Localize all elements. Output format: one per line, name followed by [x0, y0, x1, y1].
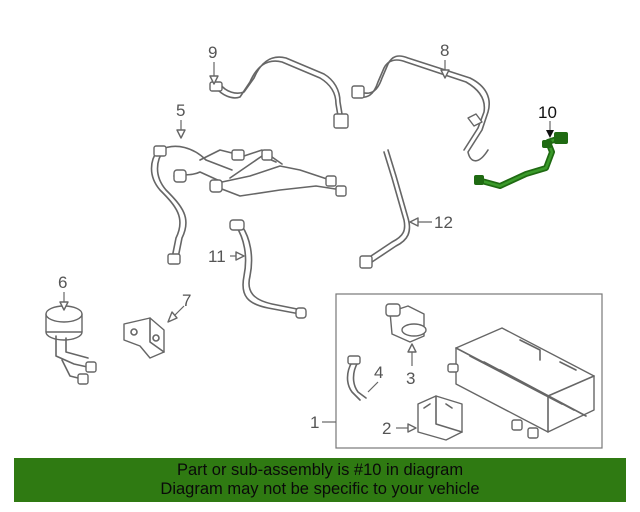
arrow-8	[440, 69, 450, 79]
callout-10: 10	[538, 103, 557, 122]
callout-7: 7	[182, 291, 191, 310]
info-banner: Part or sub-assembly is #10 in diagram D…	[14, 458, 626, 502]
arrow-3	[407, 343, 417, 353]
part-12-hose[interactable]	[359, 149, 411, 269]
arrow-2	[407, 423, 417, 433]
arrow-11	[235, 251, 245, 261]
callout-5: 5	[176, 101, 185, 120]
part-4-hose[interactable]	[346, 355, 367, 401]
callout-8: 8	[440, 41, 449, 60]
part-3-solenoid[interactable]	[385, 303, 427, 343]
callout-3: 3	[406, 369, 415, 388]
part-9-hose[interactable]	[209, 56, 349, 129]
arrow-10	[546, 130, 554, 138]
part-2-bracket[interactable]	[417, 395, 463, 441]
callout-4: 4	[374, 363, 383, 382]
part-6-valve[interactable]	[45, 305, 97, 385]
callout-6: 6	[58, 273, 67, 292]
callout-9: 9	[208, 43, 217, 62]
part-8-hose[interactable]	[351, 55, 490, 162]
arrow-7	[167, 311, 178, 323]
arrow-6	[59, 301, 69, 311]
leader-4	[367, 381, 379, 393]
arrow-5	[176, 129, 186, 139]
part-7-bracket[interactable]	[123, 317, 165, 359]
callout-1: 1	[310, 413, 319, 432]
assembly-1-box	[335, 293, 603, 449]
callout-11: 11	[208, 247, 226, 266]
arrow-12	[409, 217, 419, 227]
arrow-9	[209, 75, 219, 85]
part-5-hose-assembly[interactable]	[150, 145, 347, 265]
part-10-hose[interactable]	[474, 132, 568, 189]
banner-line-1: Part or sub-assembly is #10 in diagram	[176, 461, 464, 479]
part-11-hose[interactable]	[229, 219, 307, 319]
callout-2: 2	[382, 419, 391, 438]
charcoal-canister[interactable]	[447, 327, 595, 439]
callout-12: 12	[434, 213, 453, 232]
banner-line-2: Diagram may not be specific to your vehi…	[160, 480, 480, 498]
